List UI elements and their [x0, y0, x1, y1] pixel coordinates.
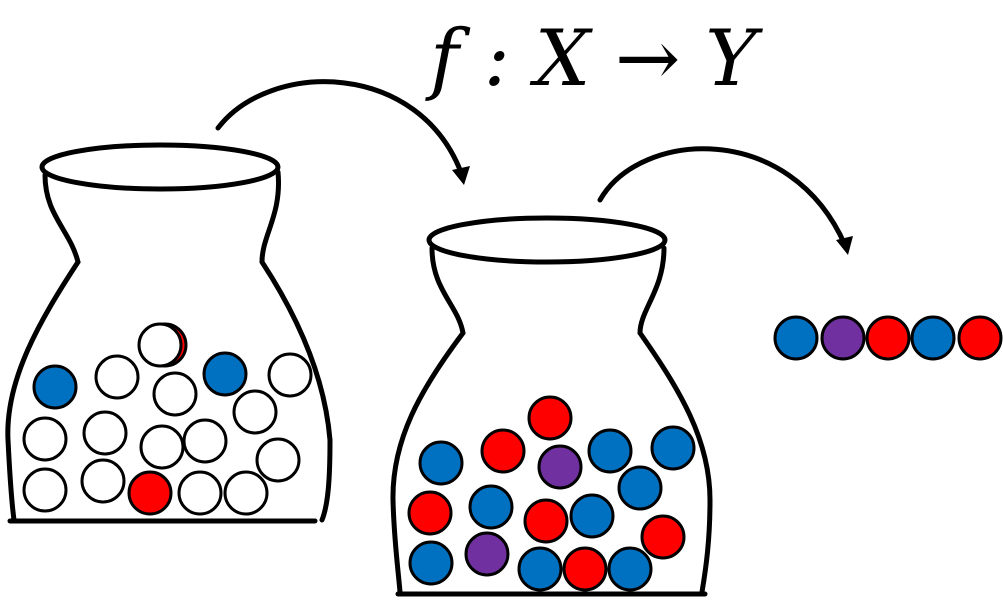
left-jar-ball-white: [177, 470, 223, 516]
output-ball-blue: [773, 315, 819, 361]
right-jar-rim: [426, 215, 668, 265]
left-jar-ball-white: [232, 389, 278, 435]
left-jar-ball-white: [137, 322, 183, 368]
left-jar-ball-white: [22, 416, 68, 462]
mapping-formula: f : X → Y: [425, 14, 763, 104]
right-jar-ball-red: [407, 490, 453, 536]
left-jar-balls: [22, 322, 313, 516]
output-sequence: [773, 315, 1003, 361]
right-jar-ball-blue: [569, 493, 615, 539]
left-jar-ball-white: [152, 371, 198, 417]
left-jar-ball-white: [255, 437, 301, 483]
left-jar: [5, 142, 333, 524]
arrow-left-to-right-jar: [215, 79, 465, 178]
output-ball-blue: [910, 315, 956, 361]
right-jar-ball-purple: [537, 444, 583, 490]
left-jar-ball-blue: [32, 364, 78, 410]
output-ball-red: [957, 315, 1003, 361]
right-jar-ball-purple: [464, 531, 510, 577]
left-jar-ball-white: [182, 418, 228, 464]
right-jar-ball-blue: [408, 540, 454, 586]
arrowhead-icon: [452, 166, 470, 185]
output-ball-red: [865, 315, 911, 361]
left-jar-ball-white: [139, 424, 185, 470]
right-jar-ball-blue: [587, 428, 633, 474]
right-jar-body: [390, 245, 713, 595]
right-jar-balls: [407, 395, 696, 592]
right-jar-ball-red: [640, 514, 686, 560]
left-jar-ball-white: [22, 467, 68, 513]
right-jar-ball-blue: [418, 440, 464, 486]
right-jar-ball-blue: [607, 546, 653, 592]
right-jar-ball-red: [480, 428, 526, 474]
left-jar-rim: [39, 142, 281, 192]
output-ball-purple: [820, 315, 866, 361]
arrow-right-jar-to-output: [597, 146, 848, 248]
left-jar-ball-red: [127, 470, 173, 516]
right-jar-ball-blue: [650, 425, 696, 471]
right-jar-ball-blue: [617, 465, 663, 511]
left-jar-ball-white: [267, 352, 313, 398]
left-jar-ball-white: [80, 458, 126, 504]
left-jar-ball-white: [94, 354, 140, 400]
left-jar-ball-blue: [202, 351, 248, 397]
left-jar-ball-white: [223, 470, 269, 516]
left-jar-body: [5, 169, 333, 523]
right-jar-ball-blue: [468, 484, 514, 530]
left-jar-ball-white: [82, 410, 128, 456]
right-jar-ball-red: [562, 546, 608, 592]
arrowhead-icon: [836, 236, 853, 255]
right-jar-ball-red: [523, 498, 569, 544]
right-jar: [390, 215, 713, 597]
right-jar-ball-red: [527, 395, 573, 441]
right-jar-ball-blue: [517, 546, 563, 592]
